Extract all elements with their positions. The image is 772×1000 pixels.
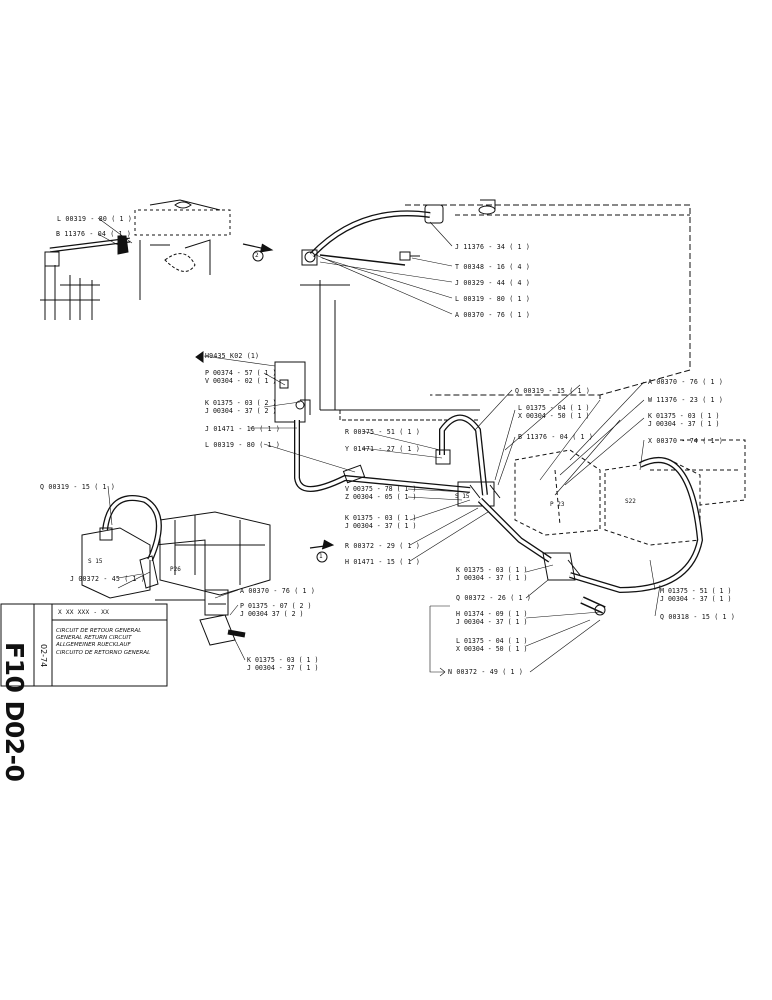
top-left-assembly [40,199,231,320]
label-w-right: W 11376 - 23 ( 1 ) [648,396,724,404]
label-group-mj-right: M 01375 - 51 ( 1 ) J 00304 - 37 ( 1 ) [660,587,731,604]
label-tank-2: T 00348 - 16 ( 4 ) [455,263,531,271]
label-inset-j2: J 00304 37 ( 2 ) [240,610,304,619]
title-de: ALLGEMEINER RUECKLAUF [56,642,131,649]
title-marker: X XX XXX - XX [58,609,110,616]
label-z-mid: Z 00304 - 05 ( 1 ) [345,493,417,502]
label-inset-k: K 01375 - 03 ( 1 ) [247,656,319,664]
label-k-mid: K 01375 - 03 ( 1 ) [345,514,417,522]
label-group-kj-low: K 01375 - 03 ( 1 ) J 00304 - 37 ( 1 ) [456,566,527,583]
label-m-right: M 01375 - 51 ( 1 ) [660,587,732,595]
label-left-j: J 00304 - 37 ( 2 ) [205,407,277,416]
label-group-inset-kj: K 01375 - 03 ( 1 ) J 00304 - 37 ( 1 ) [247,656,318,673]
label-l-c: L 01375 - 04 ( 1 ) [518,404,590,412]
label-ref-h: H9435 K02 (1) [205,352,260,360]
document-code-text: F10 D02-0 [0,642,29,782]
label-inset-p: P 01375 - 07 ( 2 ) [240,602,312,610]
label-left-l: L 00319 - 80 ( 1 ) [205,441,281,449]
label-top-left-1: L 00319 - 80 ( 1 ) [57,215,133,223]
label-group-hj-low: H 01374 - 09 ( 1 ) J 00304 - 37 ( 1 ) [456,610,527,627]
label-x-low: X 00304 - 50 ( 1 ) [456,645,528,654]
title-frame [0,603,168,687]
leader-lines [107,221,661,677]
label-a-right: A 00370 - 76 ( 1 ) [648,378,724,386]
label-inset-q: Q 00319 - 15 ( 1 ) [40,483,116,491]
label-group-lx-low: L 01375 - 04 ( 1 ) X 00304 - 50 ( 1 ) [456,637,527,654]
document-code: F10 D02-0 [0,642,33,781]
label-group-inset-pj: P 01375 - 07 ( 2 ) J 00304 37 ( 2 ) [240,602,311,619]
title-es: CIRCUITO DE RETORNO GENERAL [56,649,151,656]
label-inset-j3: J 00304 - 37 ( 1 ) [247,664,319,673]
unit-s15-left: S 15 [88,558,103,565]
label-y-mid: Y 01471 - 27 ( 1 ) [345,445,421,453]
label-j-right: J 00304 - 37 ( 1 ) [648,420,720,429]
label-j-mid: J 00304 - 37 ( 1 ) [345,522,417,531]
label-k-low: K 01375 - 03 ( 1 ) [456,566,528,574]
label-group-left-kj: K 01375 - 03 ( 2 ) J 00304 - 37 ( 2 ) [205,399,276,416]
label-left-v: V 00304 - 02 ( 1 ) [205,377,277,386]
unit-s15-mid: S 15 [455,493,470,500]
document-date: 02-74 [38,644,52,684]
view-callout-2-label: 2 [255,252,259,259]
document-date-text: 02-74 [39,644,48,668]
label-x-right: X 00370 - 74 ( 1 ) [648,437,724,445]
label-tank-1: J 11376 - 34 ( 1 ) [455,243,531,251]
reference-arrow [195,351,204,363]
label-q-top: Q 00319 - 15 ( 1 ) [515,387,591,395]
right-assembly [504,384,746,616]
title-en: GENERAL RETURN CIRCUIT [56,635,132,642]
label-q-right: Q 00318 - 15 ( 1 ) [660,613,736,621]
label-inset-j: J 00372 - 45 ( 1 ) [70,575,146,583]
label-r2-mid: R 00372 - 29 ( 1 ) [345,542,421,550]
label-r-mid: R 00375 - 51 ( 1 ) [345,428,421,436]
label-j-low: J 00304 - 37 ( 1 ) [456,574,528,583]
centre-valve-block [274,361,552,563]
unit-s22: S22 [625,498,636,505]
unit-p23: P 23 [550,501,565,508]
label-tank-3: J 00329 - 44 ( 4 ) [455,279,531,287]
label-left-k: K 01375 - 03 ( 2 ) [205,399,277,407]
label-q-low: Q 00372 - 26 ( 1 ) [456,594,532,602]
label-l-low: L 01375 - 04 ( 1 ) [456,637,528,645]
label-group-vz: V 00375 - 78 ( 1 ) Z 00304 - 05 ( 1 ) [345,485,416,502]
title-fr: CIRCUIT DE RETOUR GENERAL [56,628,142,634]
label-k-right: K 01375 - 03 ( 1 ) [648,412,720,420]
label-group-kj-mid: K 01375 - 03 ( 1 ) J 00304 - 37 ( 1 ) [345,514,416,531]
hydraulic-tank [242,199,691,421]
label-j-right2: J 00304 - 37 ( 1 ) [660,595,732,604]
label-v-mid: V 00375 - 78 ( 1 ) [345,485,417,493]
label-left-p: P 00374 - 57 ( 1 ) [205,369,277,377]
label-tank-5: A 00370 - 76 ( 1 ) [455,311,531,319]
title-list: CIRCUIT DE RETOUR GENERAL GENERAL RETURN… [56,628,150,657]
label-top-left-2: B 11376 - 04 ( 1 ) [56,230,132,238]
label-group-left-pv: P 00374 - 57 ( 1 ) V 00304 - 02 ( 1 ) [205,369,276,386]
view-callout-1: 1 [319,553,323,560]
label-h-low: H 01374 - 09 ( 1 ) [456,610,528,618]
label-x-c: X 00304 - 50 ( 1 ) [518,412,590,421]
label-n-low: N 00372 - 49 ( 1 ) [448,668,524,676]
label-group-lx-c: L 01375 - 04 ( 1 ) X 00304 - 50 ( 1 ) [518,404,589,421]
label-inset-a: A 00370 - 76 ( 1 ) [240,587,316,595]
label-b-c: B 11376 - 04 ( 1 ) [518,433,594,441]
label-tank-4: L 00319 - 80 ( 1 ) [455,295,531,303]
label-j2-low: J 00304 - 37 ( 1 ) [456,618,528,627]
label-left-j2: J 01471 - 16 ( 1 ) [205,425,281,433]
label-group-kj-right: K 01375 - 03 ( 1 ) J 00304 - 37 ( 1 ) [648,412,719,429]
unit-p26: P26 [170,566,181,573]
label-h-mid: H 01471 - 15 ( 1 ) [345,558,421,566]
